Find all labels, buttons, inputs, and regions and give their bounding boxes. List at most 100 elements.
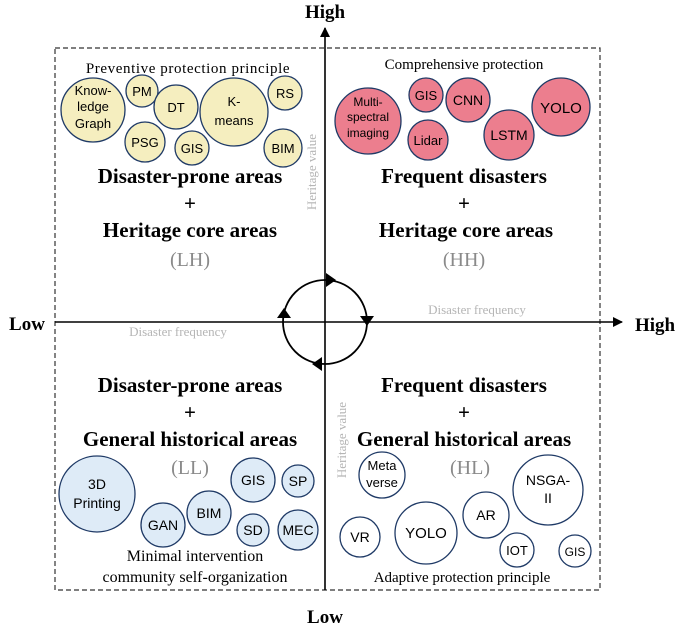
bubble-label: spectral	[347, 110, 389, 124]
bubble-metaverse	[358, 451, 406, 499]
ll-principle-line2: community self-organization	[103, 569, 288, 586]
ll-title-line2: General historical areas	[83, 427, 297, 451]
lh-title-line1: Disaster-prone areas	[98, 164, 283, 188]
bubble-label: Printing	[73, 495, 120, 511]
bubble-label: BIM	[197, 505, 222, 521]
bubble-gis	[408, 77, 444, 113]
x-axis-high-label: High	[635, 315, 676, 336]
ll-plus: +	[184, 400, 196, 424]
ll-principle-line1: Minimal intervention	[127, 548, 263, 565]
bubble-rs	[267, 75, 303, 111]
bubble-nsga-ii	[512, 454, 584, 526]
bubble-multispectral-imaging	[334, 87, 402, 155]
bubble-label: YOLO	[540, 100, 582, 117]
lh-code: (LH)	[170, 249, 210, 271]
hl-code: (HL)	[450, 457, 490, 479]
hh-title-line1: Frequent disasters	[381, 164, 547, 188]
bubble-mec	[277, 509, 319, 551]
bubble-vr	[339, 516, 381, 558]
hl-title-line2: General historical areas	[357, 427, 571, 451]
heritage-value-label-bottom: Heritage value	[334, 402, 349, 478]
bubble-label: 3D	[88, 476, 106, 492]
bubble-label: Lidar	[414, 133, 444, 148]
bubble-label: GIS	[415, 88, 438, 103]
bubble-label: SP	[289, 473, 308, 489]
ll-title-line1: Disaster-prone areas	[98, 373, 283, 397]
hh-principle: Comprehensive protection	[385, 57, 544, 73]
bubble-k-means	[199, 77, 269, 147]
bubble-gis	[174, 130, 210, 166]
bubble-label: means	[214, 113, 254, 128]
ll-code: (LL)	[171, 457, 209, 479]
bubble-iot	[499, 532, 535, 568]
bubble-ar	[462, 491, 510, 539]
disaster-frequency-label-right: Disaster frequency	[428, 302, 526, 317]
bubble-3d-printing	[58, 455, 136, 533]
ll-bubbles	[58, 455, 319, 551]
bubble-bim	[186, 490, 232, 536]
bubble-label: Meta	[368, 458, 398, 473]
hl-principle: Adaptive protection principle	[374, 570, 551, 586]
x-axis-low-label: Low	[9, 314, 45, 335]
bubble-label: YOLO	[405, 525, 447, 542]
hl-title-line1: Frequent disasters	[381, 373, 547, 397]
cycle-icon	[277, 273, 374, 371]
hh-code: (HH)	[443, 249, 485, 271]
bubble-sd	[236, 513, 270, 547]
bubble-psg	[124, 121, 166, 163]
hh-title-line2: Heritage core areas	[379, 218, 553, 242]
bubble-label: Know-	[75, 83, 112, 98]
bubble-label: K-	[228, 94, 241, 109]
disaster-frequency-label-left: Disaster frequency	[129, 324, 227, 339]
lh-principle: Preventive protection principle	[86, 61, 290, 77]
bubble-label: SD	[243, 522, 262, 538]
bubble-gis	[230, 457, 276, 503]
lh-plus: +	[184, 191, 196, 215]
bubble-label: CNN	[453, 92, 483, 108]
bubble-label: GAN	[148, 517, 178, 533]
bubble-dt	[153, 84, 199, 130]
bubble-label: GIS	[181, 141, 204, 156]
bubble-pm	[125, 74, 159, 108]
bubble-label: II	[544, 490, 552, 506]
bubble-label: PM	[132, 84, 152, 99]
bubble-label: AR	[476, 507, 495, 523]
lh-bubbles	[60, 74, 303, 168]
hl-bubbles	[339, 451, 592, 568]
bubble-label: GIS	[565, 545, 586, 559]
hh-bubbles	[334, 77, 591, 161]
bubble-label: DT	[167, 100, 184, 115]
bubble-knowledge-graph	[60, 77, 126, 143]
dashed-frame	[54, 47, 601, 591]
bubble-label: Multi-	[353, 95, 382, 109]
bubble-yolo	[531, 77, 591, 137]
bubble-bim	[263, 128, 303, 168]
bubble-label: VR	[350, 529, 369, 545]
bubble-lstm	[483, 109, 535, 161]
bubble-lidar	[407, 119, 449, 161]
bubble-gan	[140, 502, 186, 548]
bubble-label: LSTM	[490, 127, 527, 143]
bubble-yolo	[394, 501, 458, 565]
bubble-label: ledge	[77, 99, 109, 114]
hh-plus: +	[458, 191, 470, 215]
y-axis-high-label: High	[305, 2, 346, 23]
bubble-label: PSG	[131, 135, 158, 150]
bubble-label: Graph	[75, 116, 111, 131]
bubble-cnn	[445, 77, 491, 123]
heritage-value-label-top: Heritage value	[304, 134, 319, 210]
bubble-label: imaging	[347, 126, 389, 140]
bubble-label: RS	[276, 86, 294, 101]
bubble-label: NSGA-	[526, 472, 571, 488]
hl-plus: +	[458, 400, 470, 424]
bubble-label: BIM	[271, 141, 294, 156]
y-axis-low-label: Low	[307, 607, 343, 628]
bubble-sp	[281, 464, 315, 498]
bubble-label: GIS	[241, 472, 265, 488]
bubble-label: IOT	[506, 543, 528, 558]
bubble-label: verse	[366, 475, 398, 490]
lh-title-line2: Heritage core areas	[103, 218, 277, 242]
bubble-label: MEC	[282, 522, 313, 538]
bubble-gis	[558, 534, 592, 568]
